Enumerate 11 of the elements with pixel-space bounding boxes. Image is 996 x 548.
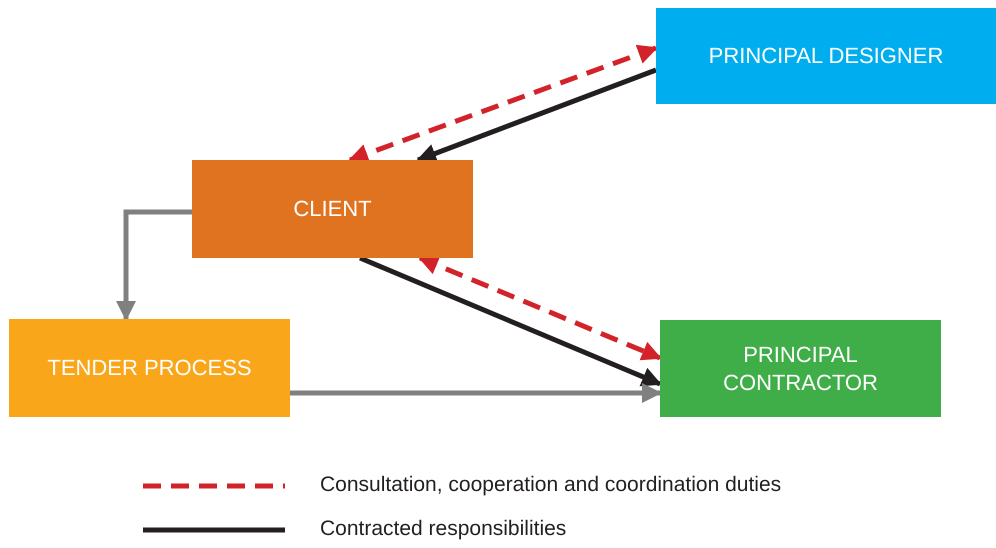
arrow — [290, 383, 662, 403]
role-box: PRINCIPAL DESIGNER — [656, 8, 996, 104]
arrow — [418, 256, 662, 360]
arrow — [416, 68, 657, 163]
role-box: PRINCIPAL CONTRACTOR — [660, 320, 941, 417]
legend-label: Consultation, cooperation and coordination duties — [320, 473, 782, 497]
arrow — [116, 210, 192, 321]
role-box: CLIENT — [192, 160, 473, 258]
arrow — [359, 256, 662, 386]
legend-label: Contracted responsibilities — [320, 517, 566, 541]
process-box: TENDER PROCESS — [9, 319, 290, 417]
